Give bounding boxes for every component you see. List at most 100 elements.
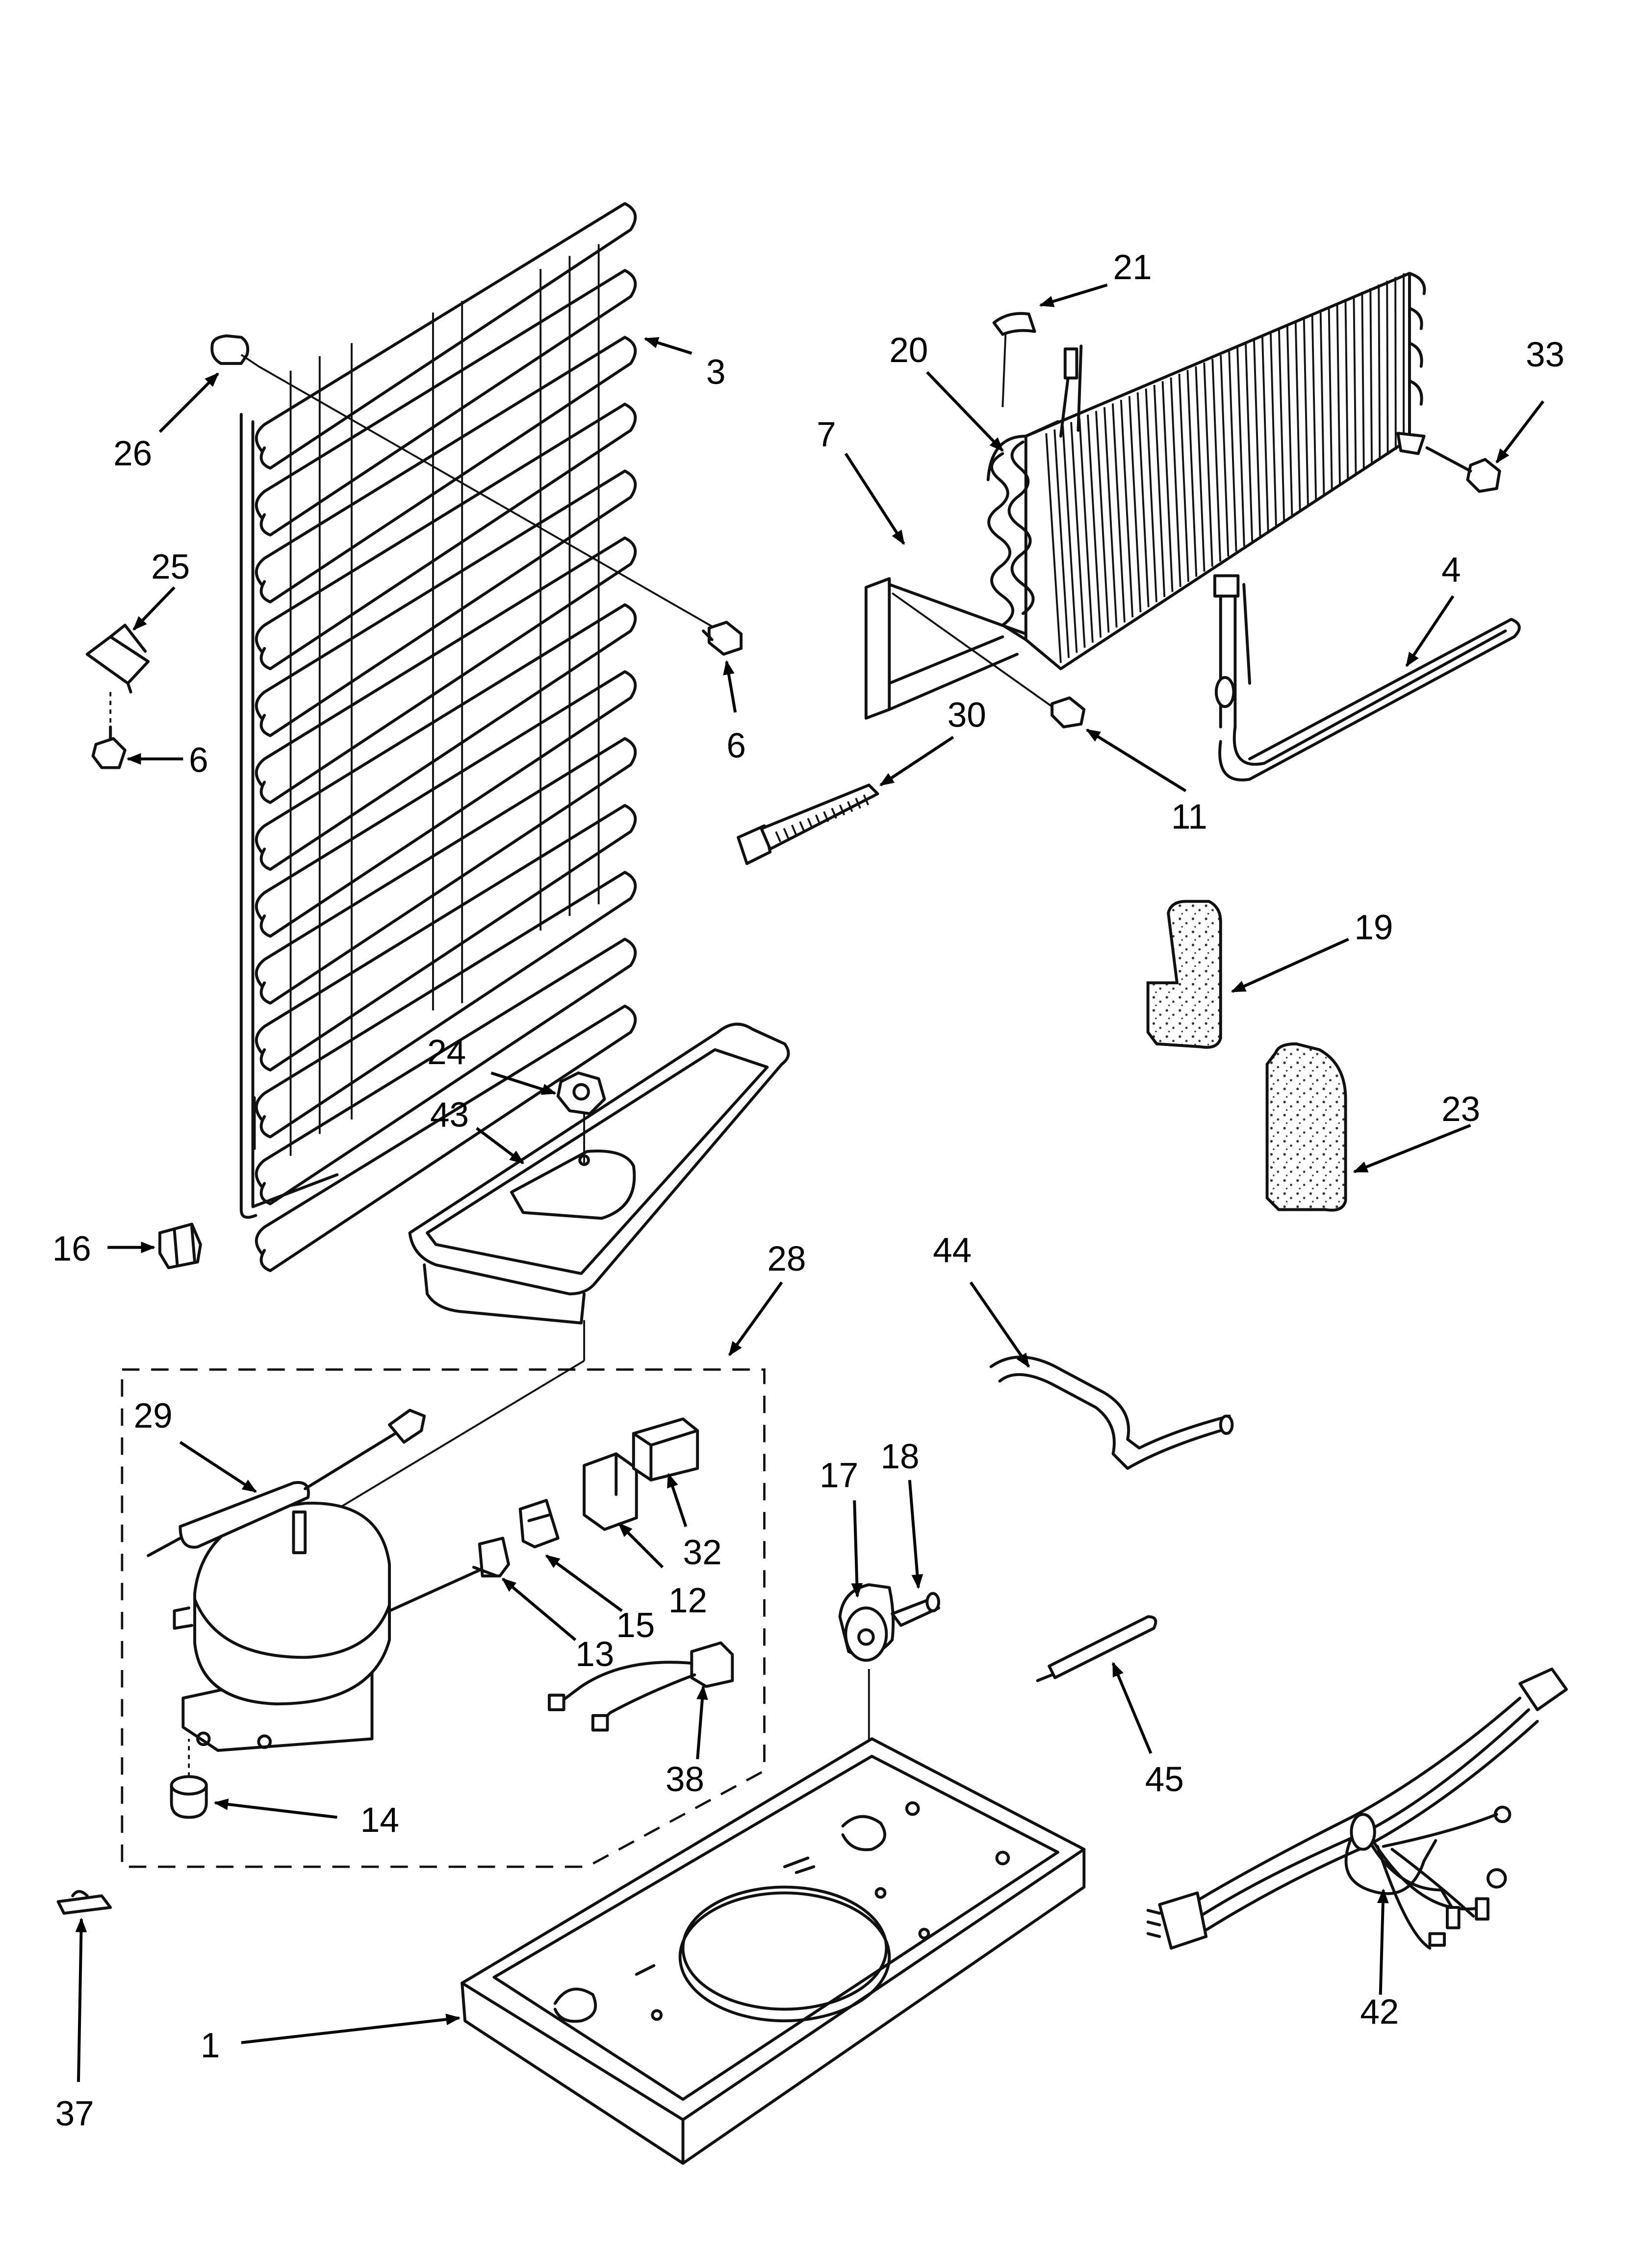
- evaporator-fin: [1261, 336, 1269, 531]
- callout-29: 29: [134, 1397, 173, 1435]
- evaporator-fin: [1053, 429, 1070, 658]
- callout-43: 43: [430, 1096, 469, 1135]
- bolt-26: [210, 334, 716, 629]
- evaporator-fin: [1178, 373, 1189, 582]
- clip-37: [56, 1890, 112, 1915]
- evaporator-fin: [1087, 415, 1102, 638]
- evaporator-fin: [1394, 277, 1397, 450]
- callout-19: 19: [1354, 908, 1393, 947]
- cable-tie-tooth: [839, 804, 846, 816]
- evaporator-fin: [1336, 303, 1341, 486]
- drain-pan: [308, 1022, 790, 1528]
- foam-block-19: [1146, 900, 1222, 1049]
- coil-loop: [255, 336, 637, 603]
- compressor-kit-frame: [121, 1368, 766, 1868]
- coil-loop: [255, 402, 637, 671]
- callout-24: 24: [427, 1033, 466, 1072]
- evaporator-fin: [1236, 347, 1245, 547]
- axle-18: [891, 1591, 940, 1627]
- evaporator-fin: [1153, 385, 1166, 598]
- callout-23: 23: [1441, 1090, 1480, 1129]
- callout-33: 33: [1526, 336, 1565, 374]
- clip-16: [158, 1223, 202, 1270]
- evaporator-fin: [1045, 433, 1062, 663]
- coil-loop: [255, 670, 637, 938]
- evaporator-fin: [1111, 403, 1126, 623]
- cover-12: [583, 1452, 638, 1531]
- coil-loop: [255, 269, 637, 537]
- evaporator-fin: [1269, 333, 1277, 526]
- callout-13: 13: [575, 1635, 614, 1674]
- cable-tie-tooth: [831, 808, 837, 819]
- callout-1: 1: [201, 2026, 220, 2065]
- relay-15: [518, 1499, 560, 1549]
- evaporator-fin: [1220, 355, 1230, 557]
- cable-tie-tooth: [791, 824, 797, 835]
- coil-loop: [255, 1004, 637, 1273]
- callout-17: 17: [820, 1457, 858, 1495]
- screw-33: [1425, 446, 1501, 493]
- defrost-heater: [1213, 574, 1521, 782]
- evaporator-fin: [1344, 299, 1349, 481]
- evaporator-fin: [1278, 329, 1285, 521]
- coil-loop: [255, 737, 637, 1005]
- coil-loop: [255, 871, 637, 1139]
- evaporator-fin: [1145, 389, 1157, 602]
- evaporator-fin: [1161, 381, 1174, 592]
- evaporator-fin: [1378, 284, 1381, 460]
- cable-tie-tooth: [775, 831, 781, 842]
- evaporator-fin: [1286, 325, 1293, 516]
- cable-tie-tooth: [807, 818, 813, 829]
- grommet-14: [170, 1739, 208, 1819]
- cable-tie: [737, 783, 879, 865]
- evaporator-fin: [1170, 377, 1181, 587]
- overload-13: [472, 1537, 510, 1578]
- callout-12: 12: [668, 1581, 707, 1620]
- callout-16: 16: [52, 1229, 91, 1268]
- coil-loop: [255, 804, 637, 1072]
- callout-37: 37: [55, 2095, 94, 2134]
- evaporator-fin: [1203, 362, 1213, 567]
- callout-7: 7: [817, 416, 836, 454]
- evaporator-fin: [1369, 288, 1373, 466]
- evaporator-fin: [1319, 310, 1325, 496]
- drain-hose: [989, 1356, 1234, 1470]
- cable-tie-tooth: [815, 814, 821, 826]
- harness-42: [1146, 1668, 1568, 1950]
- callout-4: 4: [1441, 550, 1461, 589]
- callout-30: 30: [948, 696, 986, 735]
- callout-45: 45: [1145, 1760, 1184, 1799]
- callout-15: 15: [616, 1606, 655, 1645]
- evaporator-fin: [1311, 314, 1317, 501]
- tube-45: [1036, 1615, 1157, 1682]
- coil-loop: [255, 202, 637, 470]
- callout-26: 26: [113, 434, 152, 473]
- coil-loop: [255, 536, 637, 804]
- callout-32: 32: [683, 1534, 722, 1572]
- evaporator-fin: [1070, 422, 1086, 648]
- evaporator-fin: [1328, 307, 1333, 491]
- evaporator-fin: [1078, 418, 1094, 643]
- evaporator-fin: [1353, 295, 1357, 475]
- callout-25: 25: [151, 547, 190, 586]
- evaporator-fin: [1245, 344, 1254, 542]
- cable-tie-tooth: [863, 794, 870, 806]
- harness-38: [547, 1641, 734, 1732]
- callout-labels: 1 3 4 6 6 7 11 12 13 14 15 16 17 18 19 2…: [52, 248, 1565, 2134]
- evaporator-fin: [1195, 366, 1206, 572]
- leader-lines: [75, 284, 1544, 2082]
- callout-6-bracket: 6: [189, 741, 208, 780]
- wheel-17: [838, 1583, 895, 1800]
- evaporator-fin: [1228, 351, 1237, 551]
- screw-6-coil: [702, 621, 743, 656]
- coil-loop: [255, 938, 637, 1205]
- cable-tie-tooth: [847, 801, 853, 812]
- coil-loop: [255, 603, 637, 871]
- callout-21: 21: [1113, 248, 1152, 287]
- callout-28: 28: [767, 1240, 806, 1278]
- bracket-25: [85, 624, 150, 769]
- evaporator-fin: [1062, 425, 1078, 653]
- cable-tie-tooth: [799, 821, 805, 833]
- cable-tie-tooth: [783, 828, 790, 839]
